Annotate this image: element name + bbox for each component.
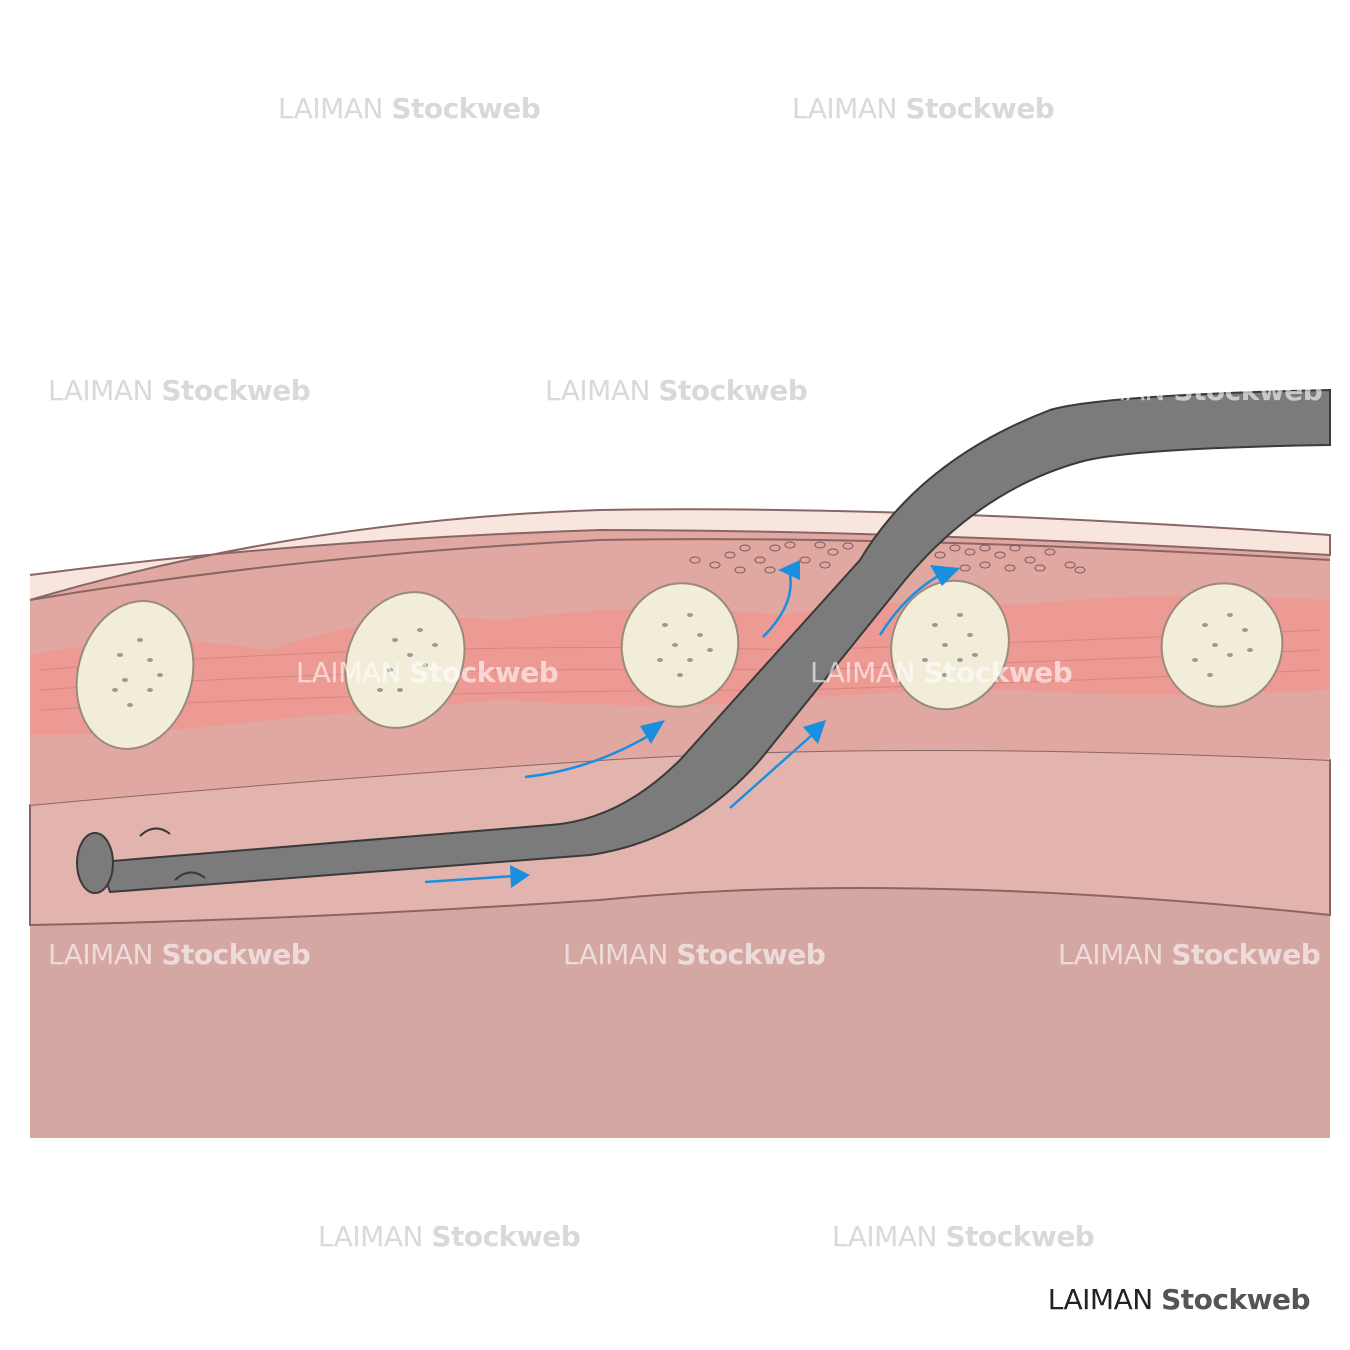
flow-arrow (424, 874, 516, 884)
flow-arrow-head (803, 720, 826, 744)
skin-surface (29, 508, 1331, 601)
endoscope-tip (76, 832, 114, 894)
flow-arrow-head (510, 865, 530, 888)
bottom-layer (30, 877, 1330, 1138)
endoscope-groove (139, 827, 171, 837)
flow-arrow-head (778, 560, 800, 580)
endoscope (76, 388, 1331, 894)
flow-arrow (762, 574, 792, 638)
flow-arrow (729, 734, 813, 809)
credit-logo: LAIMAN Stockweb (1047, 1283, 1311, 1316)
endoscope-groove (174, 871, 206, 881)
rib-2 (344, 591, 466, 729)
rib-1 (75, 600, 195, 750)
bubbles (689, 541, 1086, 574)
flow-arrows (424, 560, 960, 888)
flow-arrow-head (930, 565, 960, 586)
flow-arrow-head (640, 720, 665, 744)
flow-arrow (524, 733, 651, 779)
endoscope-shaft (98, 388, 1331, 894)
rib-4 (890, 579, 1010, 711)
rib-5 (1160, 582, 1284, 708)
fascia-line (29, 538, 1331, 601)
ribs (75, 579, 1284, 750)
rib-3 (620, 582, 740, 708)
flow-arrow (878, 573, 941, 636)
